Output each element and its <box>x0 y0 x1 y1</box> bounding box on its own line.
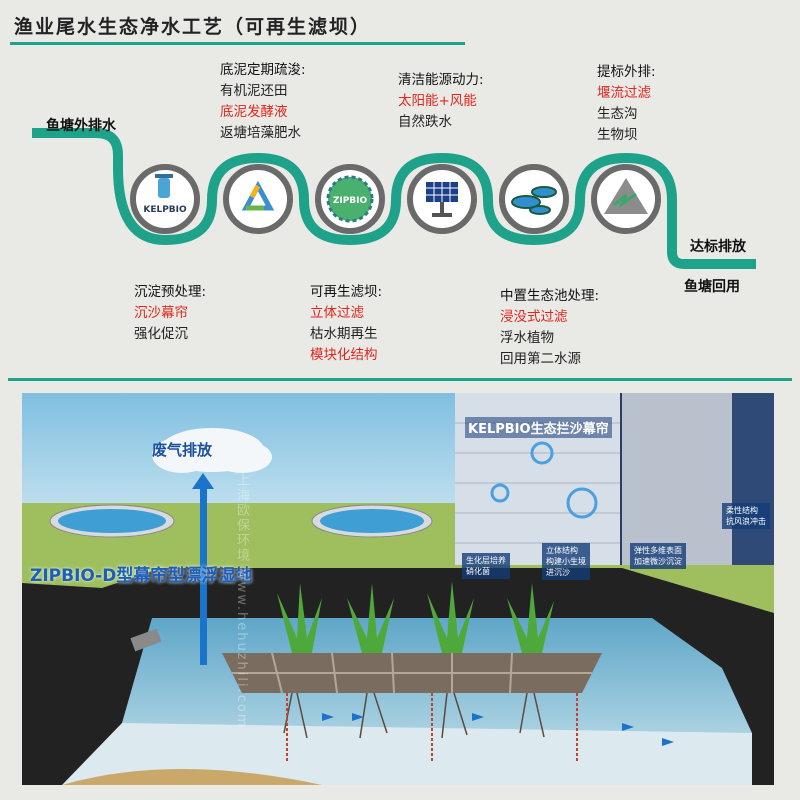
kelpbio-icon: KELPBIO <box>143 174 187 215</box>
zipbio-icon-text: ZIPBIO <box>333 196 368 206</box>
flow-end-bottom-label: 鱼塘回用 <box>684 279 740 295</box>
scene-illustration <box>22 393 774 785</box>
flow-end-top-label: 达标排放 <box>690 239 746 255</box>
title-underline <box>10 42 465 45</box>
pond-icon <box>511 186 557 215</box>
exhaust-label: 废气排放 <box>152 441 213 459</box>
wetland-scene: 废气排放 ZIPBIO-D型幕帘型漂浮湿地 KELPBIO生态拦沙幕帘 生化层培… <box>22 393 774 785</box>
discharge-step: 提标外排: 堰流过滤 生态沟 生物坝 <box>597 64 656 143</box>
inset-title: KELPBIO生态拦沙幕帘 <box>465 417 612 438</box>
sediment-step: 沉淀预处理: 沉沙幕帘 强化促沉 <box>134 284 207 342</box>
inset-tag-2: 立体结构构建小生境进沉沙 <box>542 543 590 580</box>
inset-tag-4: 柔性结构抗风浪冲击 <box>722 503 770 529</box>
section-divider <box>8 378 792 381</box>
eco-pool-step: 中置生态池处理: 浸没式过滤 浮水植物 回用第二水源 <box>500 288 600 367</box>
dam-step: 可再生滤坝: 立体过滤 枯水期再生 模块化结构 <box>310 284 383 363</box>
flow-pipe-diagram: KELPBIO ZIPBIO <box>32 128 756 269</box>
dam-icon <box>604 178 648 214</box>
inset-tag-3: 弹性多维表面加速微沙沉淀 <box>630 543 686 569</box>
wetland-label: ZIPBIO-D型幕帘型漂浮湿地 <box>30 566 253 586</box>
page-title: 渔业尾水生态净水工艺（可再生滤坝） <box>14 16 372 38</box>
solar-panel-icon <box>426 182 458 217</box>
mud-step: 底泥定期疏浚: 有机泥还田 底泥发酵液 返塘培藻肥水 <box>220 62 306 141</box>
recycle-icon <box>241 180 275 211</box>
kelpbio-icon-text: KELPBIO <box>143 205 187 215</box>
zipbio-icon: ZIPBIO <box>326 175 374 223</box>
flow-start-label: 鱼塘外排水 <box>46 118 116 134</box>
inset-tag-1: 生化层培养硝化菌 <box>462 553 510 579</box>
watermark: 上海欧保环境 www.hehuzhili.com <box>234 473 249 729</box>
energy-step: 清洁能源动力: 太阳能+风能 自然跌水 <box>398 72 484 130</box>
